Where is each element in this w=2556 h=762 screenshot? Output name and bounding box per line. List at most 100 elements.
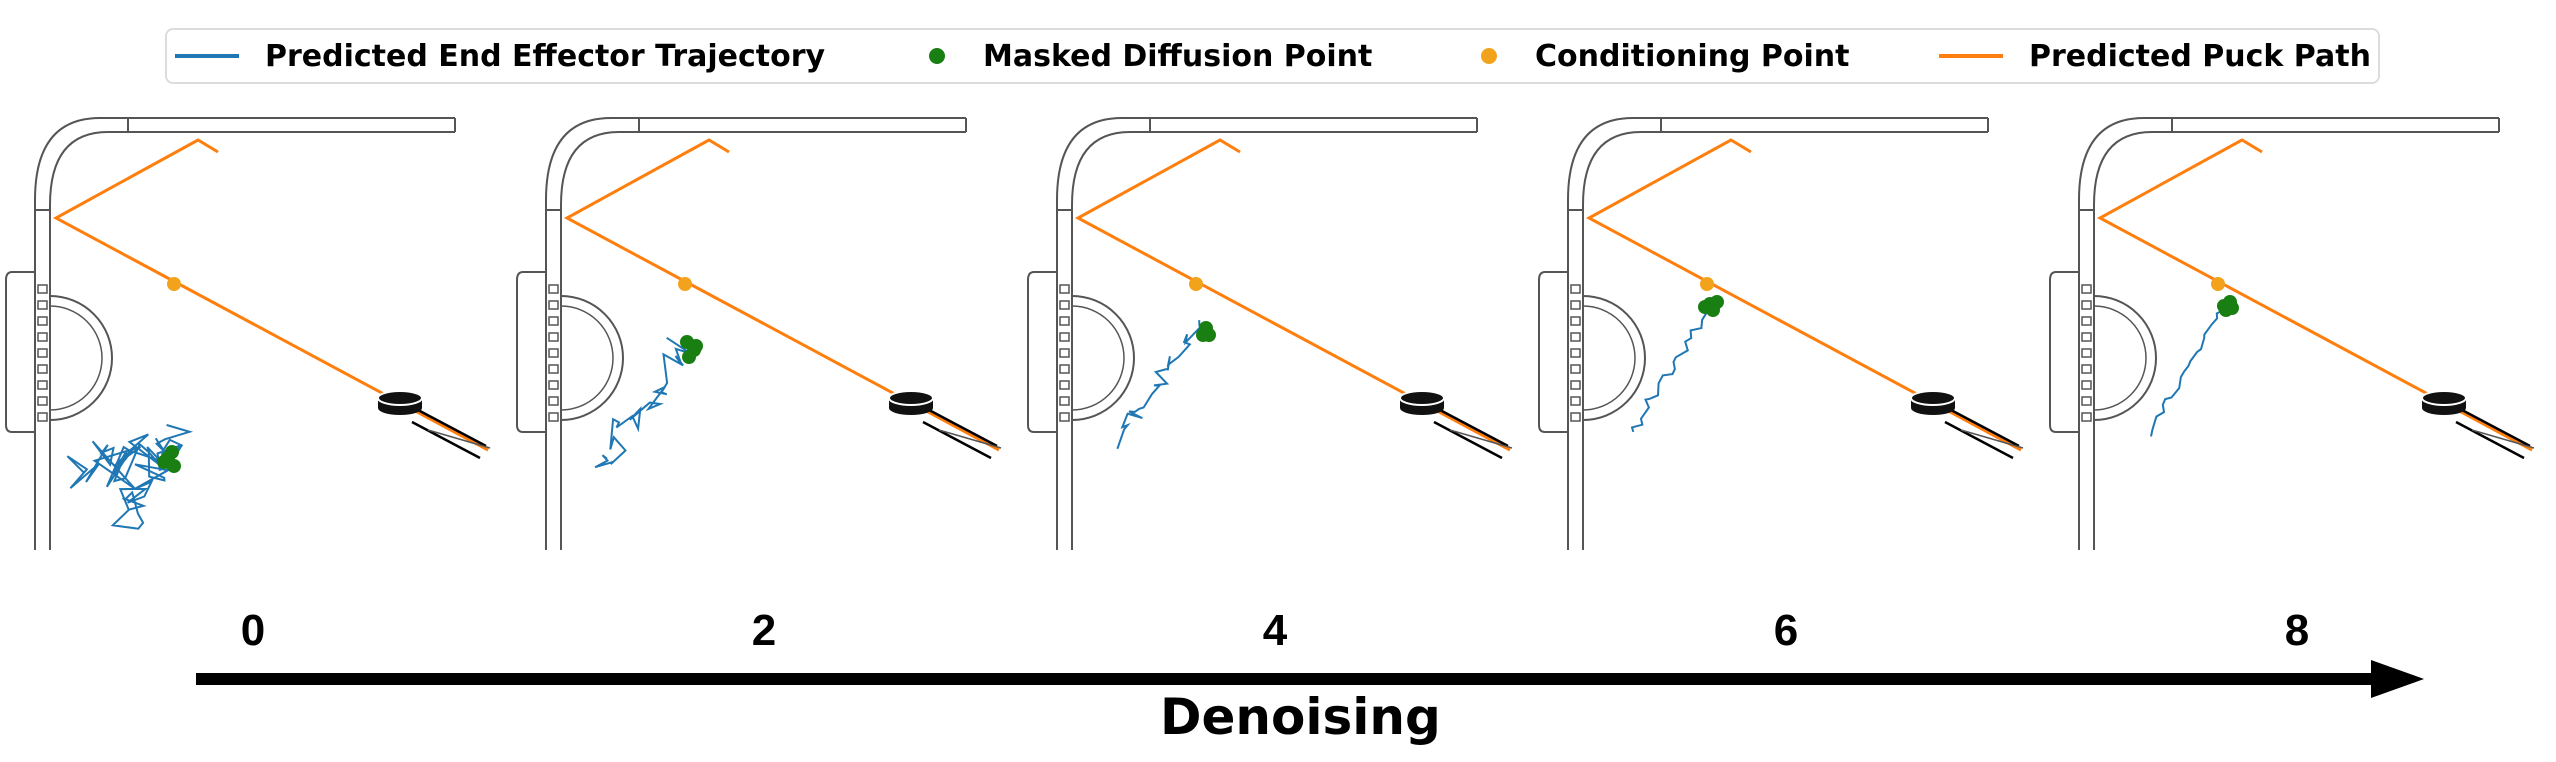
goal-slot: [37, 364, 48, 374]
goal-slot: [548, 316, 559, 326]
puck-motion-line: [411, 420, 481, 460]
table-outer-wall: [1056, 117, 1477, 550]
goal-slot: [2081, 284, 2092, 294]
legend-line-icon: [1939, 54, 2003, 58]
goal-slot: [548, 284, 559, 294]
table-inner-wall: [49, 131, 455, 550]
puck-motion-line: [1433, 420, 1503, 460]
puck-path-line: [1585, 138, 2022, 452]
table-outer-wall: [2078, 117, 2499, 550]
masked-diffusion-point: [682, 350, 696, 364]
conditioning-point: [678, 277, 692, 291]
legend: Predicted End Effector Trajectory Masked…: [165, 28, 2380, 84]
goal-slot: [1570, 348, 1581, 358]
goal-slot: [1059, 396, 1070, 406]
table-outer-wall: [545, 117, 966, 550]
goal-slot: [1570, 300, 1581, 310]
masked-diffusion-point: [689, 339, 703, 353]
conditioning-point: [167, 277, 181, 291]
step-label-4: 4: [1262, 606, 1288, 655]
puck-motion-line: [1449, 429, 1513, 449]
goal-slot: [37, 348, 48, 358]
crease-arc: [560, 295, 624, 421]
puck-path-line: [563, 138, 1000, 452]
conditioning-point: [1189, 277, 1203, 291]
table-outer-wall: [34, 117, 455, 550]
goal-slot: [1059, 300, 1070, 310]
goal-slot: [2081, 332, 2092, 342]
puck-top: [2421, 390, 2467, 406]
goal-slot: [1059, 332, 1070, 342]
table-inner-wall: [2093, 131, 2499, 550]
goal-slot: [1059, 316, 1070, 326]
goal-slot: [2081, 364, 2092, 374]
legend-label: Predicted Puck Path: [2029, 38, 2371, 74]
goal-slot: [548, 332, 559, 342]
goal-slot: [548, 348, 559, 358]
goal-slot: [1059, 380, 1070, 390]
goal-slot: [1570, 396, 1581, 406]
table-inner-wall: [560, 131, 966, 550]
goal-slot: [1059, 364, 1070, 374]
goal-slot: [548, 300, 559, 310]
goal-box: [516, 271, 546, 433]
crease-arc: [1582, 295, 1646, 421]
goal-slot: [548, 364, 559, 374]
goal-slot: [2081, 316, 2092, 326]
conditioning-point: [2211, 277, 2225, 291]
goal-slot: [37, 380, 48, 390]
denoising-panels: [5, 117, 2535, 550]
goal-slot: [1059, 412, 1070, 422]
puck-motion-line: [938, 429, 1002, 449]
puck-motion-line: [2471, 429, 2535, 449]
puck-motion-line: [928, 408, 998, 448]
puck-motion-line: [427, 429, 491, 449]
puck-path-line: [52, 138, 489, 452]
end-effector-trajectory: [2150, 304, 2233, 437]
puck-motion-line: [1950, 408, 2020, 448]
legend-label: Predicted End Effector Trajectory: [265, 38, 826, 74]
goal-slot: [1570, 316, 1581, 326]
end-effector-trajectory: [110, 424, 194, 530]
goal-slot: [37, 300, 48, 310]
goal-slot: [37, 412, 48, 422]
goal-slot: [1570, 364, 1581, 374]
puck-motion-line: [2461, 408, 2531, 448]
puck-motion-line: [1439, 408, 1509, 448]
masked-diffusion-point: [1196, 328, 1210, 342]
crease-arc-inner: [1582, 305, 1636, 411]
masked-diffusion-point: [1698, 300, 1712, 314]
end-effector-trajectory: [1630, 302, 1713, 433]
goal-slot: [2081, 348, 2092, 358]
goal-box: [5, 271, 35, 433]
goal-slot: [37, 284, 48, 294]
conditioning-point: [1700, 277, 1714, 291]
step-label-6: 6: [1773, 606, 1799, 655]
goal-slot: [37, 316, 48, 326]
puck-path-line: [1074, 138, 1511, 452]
goal-slot: [2081, 380, 2092, 390]
puck-top: [377, 390, 423, 406]
legend-label: Masked Diffusion Point: [983, 38, 1373, 74]
puck-motion-line: [922, 420, 992, 460]
goal-box: [1027, 271, 1057, 433]
legend-item-trajectory: Predicted End Effector Trajectory: [167, 30, 825, 82]
goal-slot: [2081, 396, 2092, 406]
goal-slot: [1059, 348, 1070, 358]
panel-2: [516, 117, 1002, 550]
legend-dot-icon: [1481, 48, 1497, 64]
puck-motion-line: [417, 408, 487, 448]
goal-slot: [1570, 284, 1581, 294]
crease-arc-inner: [560, 305, 614, 411]
puck-top: [1399, 390, 1445, 406]
panel-4: [1027, 117, 1513, 550]
goal-slot: [2081, 300, 2092, 310]
goal-slot: [1570, 412, 1581, 422]
goal-box: [2049, 271, 2079, 433]
legend-item-conditioning-point: Conditioning Point: [1459, 30, 1849, 82]
legend-item-masked-point: Masked Diffusion Point: [907, 30, 1372, 82]
panel-0: [5, 117, 491, 550]
goal-slot: [37, 396, 48, 406]
goal-box: [1538, 271, 1568, 433]
crease-arc: [1071, 295, 1135, 421]
